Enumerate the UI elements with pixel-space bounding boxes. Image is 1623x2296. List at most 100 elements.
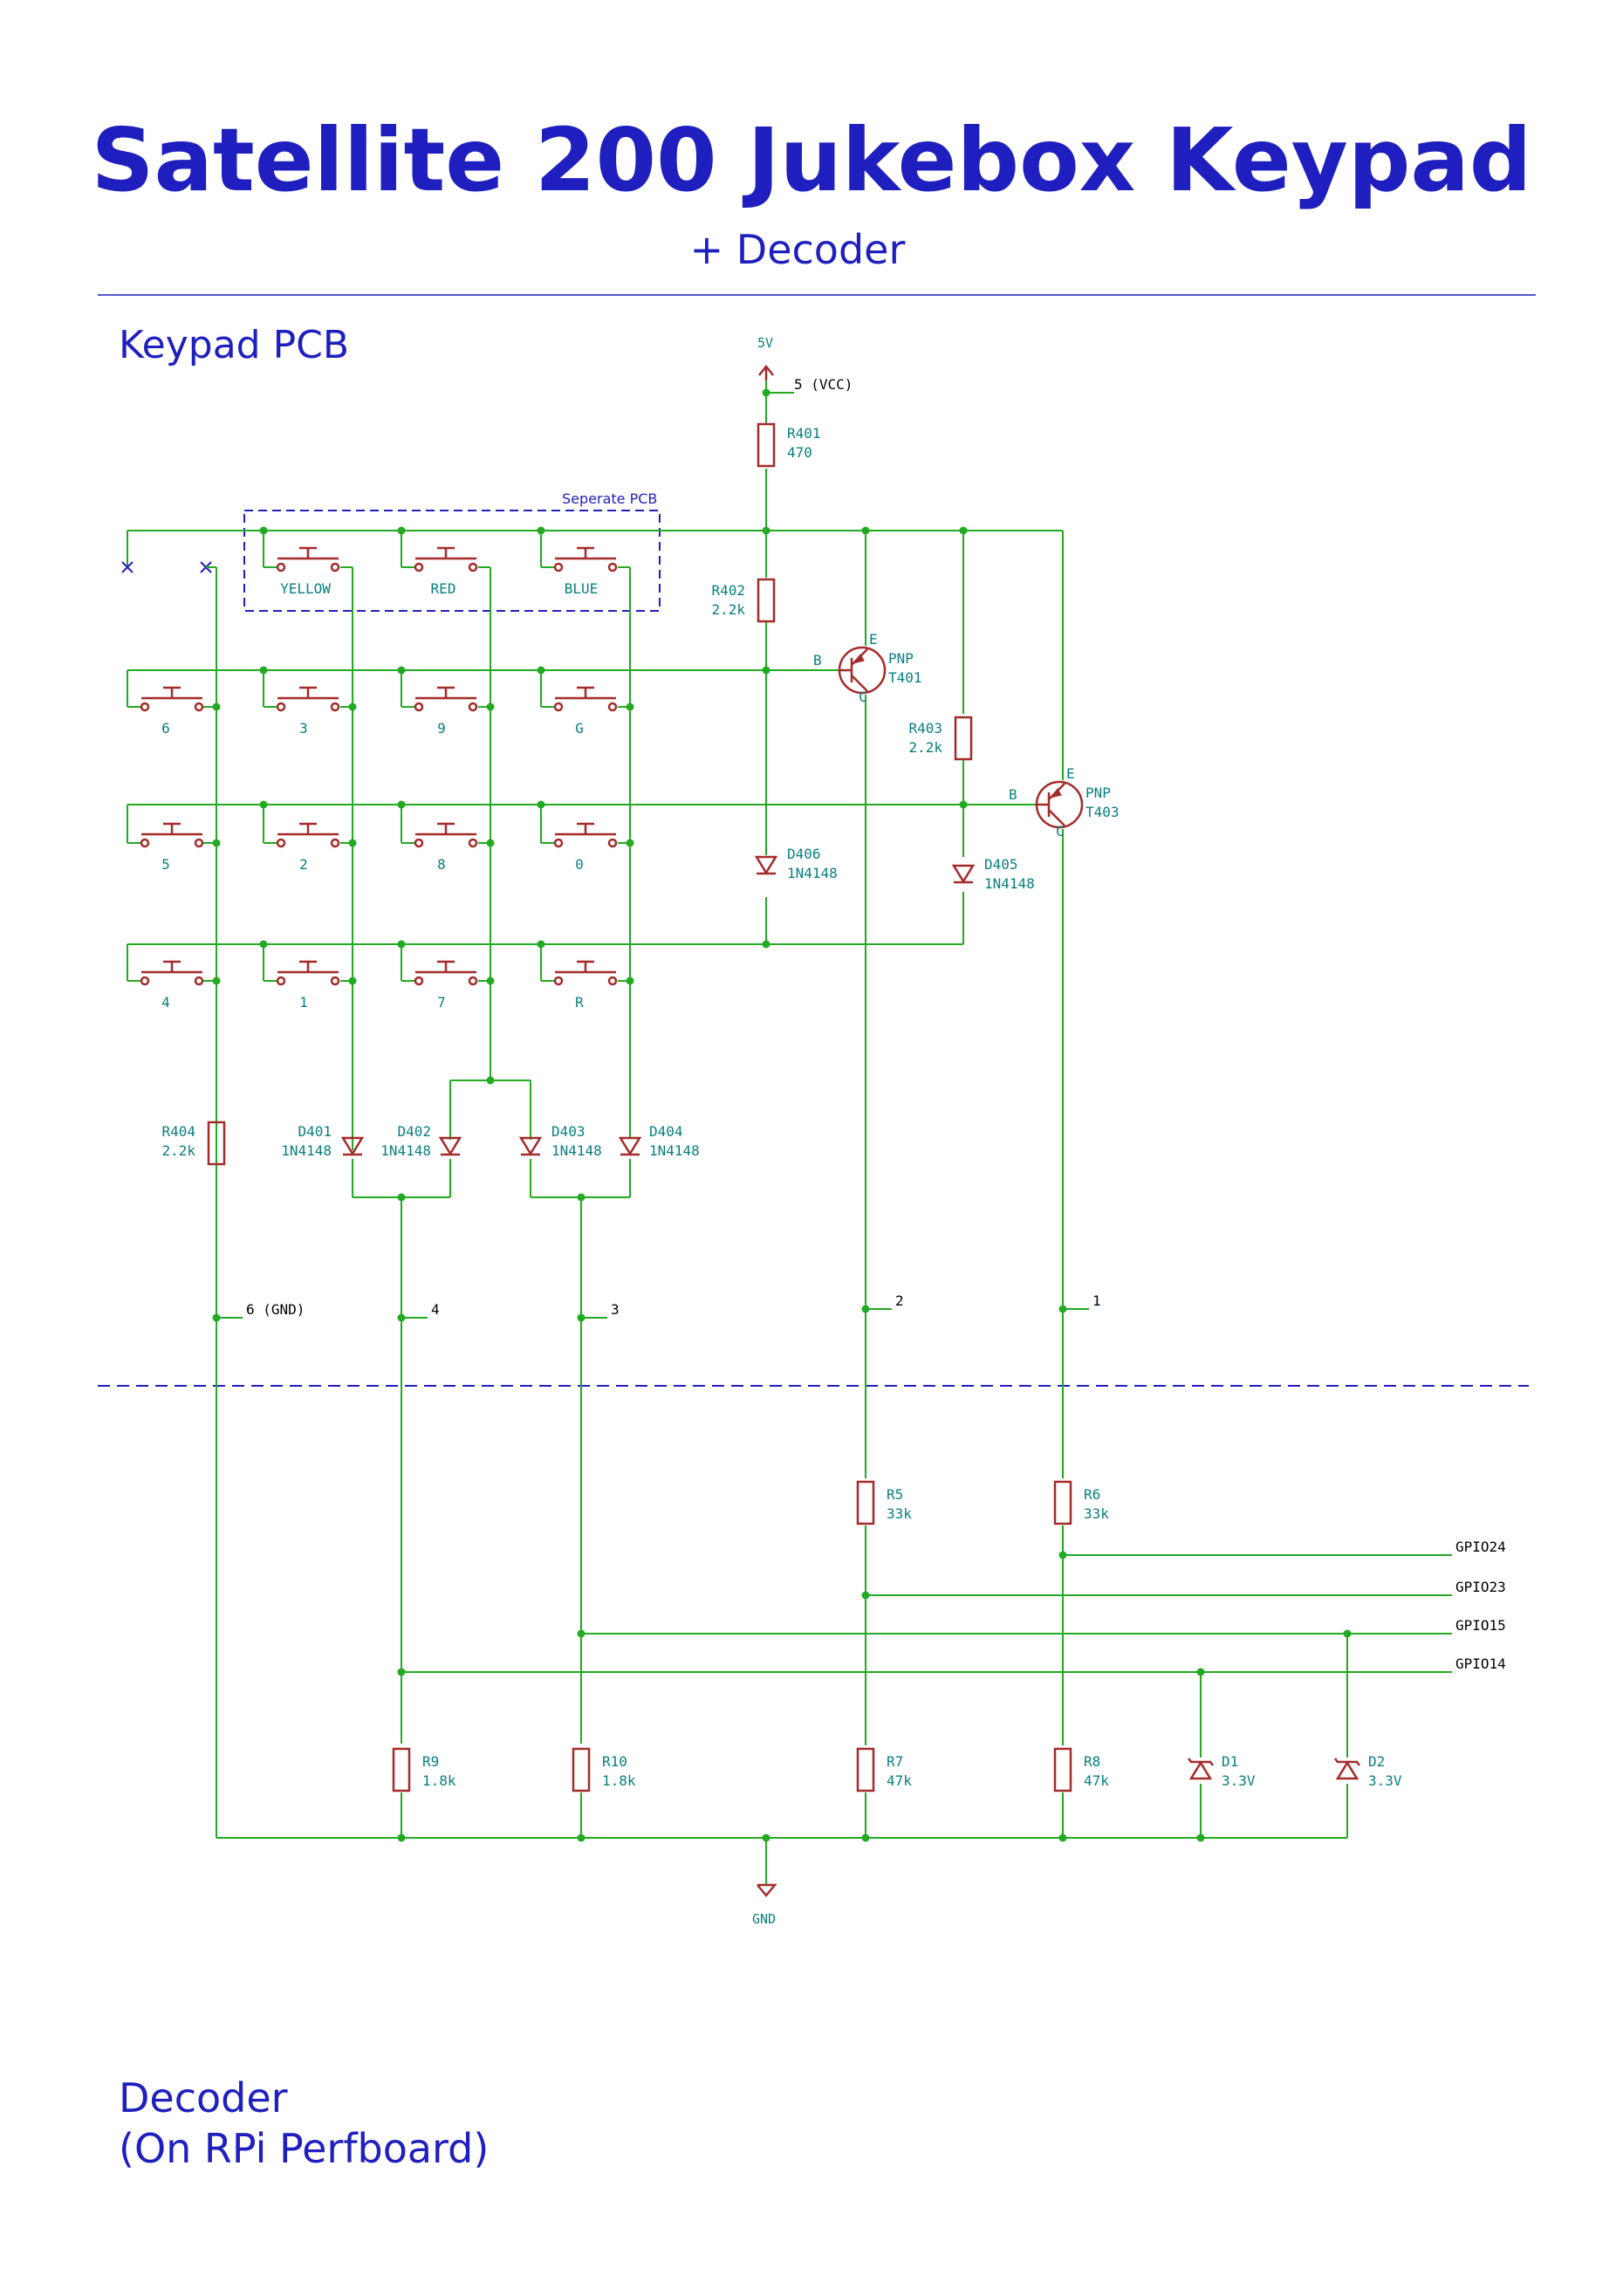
- d1-value: 3.3V: [1222, 1772, 1256, 1789]
- d405-ref: D405: [984, 856, 1018, 873]
- junction-dot: [348, 977, 357, 985]
- title: Satellite 200 Jukebox Keypad: [92, 109, 1532, 211]
- key-label-3: 3: [299, 720, 308, 737]
- t403-emitter-pin: E: [1066, 765, 1075, 782]
- button-key-7: [414, 960, 478, 986]
- junction-dot: [212, 703, 221, 711]
- resistor-r404: [207, 1121, 226, 1166]
- r5-ref: R5: [887, 1486, 903, 1503]
- r401-value: 470: [787, 444, 812, 461]
- diode-d405: [951, 864, 976, 884]
- r404-ref: R404: [161, 1123, 195, 1140]
- junction-dot: [537, 666, 545, 675]
- junction-dot: [397, 666, 406, 675]
- junction-dot: [397, 526, 406, 535]
- diode-d403: [518, 1136, 543, 1156]
- separate-pcb-label: Seperate PCB: [562, 490, 657, 507]
- button-key-8: [414, 822, 478, 848]
- diode-d401: [340, 1136, 365, 1156]
- key-label-2: 2: [299, 856, 308, 873]
- button-key-6: [140, 686, 204, 712]
- key-label-g: G: [575, 720, 584, 737]
- t401-type: PNP: [888, 650, 914, 667]
- net-label-2: 2: [895, 1292, 904, 1309]
- d404-value: 1N4148: [649, 1142, 700, 1159]
- resistor-r10: [572, 1747, 591, 1792]
- resistor-r9: [392, 1747, 411, 1792]
- r401-ref: R401: [787, 425, 821, 442]
- r403-value: 2.2k: [908, 739, 942, 756]
- junction-dot: [348, 703, 357, 711]
- d2-value: 3.3V: [1368, 1772, 1402, 1789]
- button-key-4: [140, 960, 204, 986]
- t401-emitter-pin: E: [869, 631, 878, 648]
- t403-base-pin: B: [1009, 786, 1017, 803]
- wires: [127, 367, 1452, 1885]
- key-label-blue: BLUE: [565, 580, 599, 597]
- button-key-2: [276, 822, 340, 848]
- key-label-8: 8: [437, 856, 446, 873]
- junction-dot: [762, 526, 770, 535]
- r403-ref: R403: [908, 720, 942, 737]
- junction-dot: [486, 1076, 495, 1085]
- vcc-symbol: 5V: [757, 335, 774, 380]
- net-label-3: 3: [611, 1301, 620, 1318]
- components: [140, 422, 1360, 1792]
- d402-value: 1N4148: [380, 1142, 431, 1159]
- junction-dot: [861, 526, 870, 535]
- junction-dot: [762, 1833, 770, 1842]
- button-key-g: [553, 686, 618, 712]
- r7-value: 47k: [887, 1772, 912, 1789]
- junction-dot: [537, 526, 545, 535]
- button-key-5: [140, 822, 204, 848]
- junction-dot: [259, 526, 268, 535]
- junction-dot: [212, 1313, 221, 1322]
- d405-value: 1N4148: [984, 875, 1035, 892]
- resistor-r5: [856, 1480, 875, 1525]
- t403-type: PNP: [1085, 785, 1111, 801]
- r402-ref: R402: [711, 582, 745, 599]
- junction-dot: [212, 839, 221, 847]
- junction-dot: [626, 839, 634, 847]
- zener-d1: [1188, 1758, 1214, 1780]
- junction-dot: [397, 1668, 406, 1676]
- r8-ref: R8: [1084, 1753, 1100, 1770]
- net-label-gpio24: GPIO24: [1455, 1539, 1506, 1555]
- junction-dot: [397, 800, 406, 809]
- resistor-r6: [1053, 1480, 1072, 1525]
- button-red: [414, 546, 478, 572]
- vcc-label: 5V: [757, 335, 773, 351]
- junction-dot: [762, 666, 770, 675]
- r10-value: 1.8k: [602, 1772, 636, 1789]
- gnd-label: GND: [752, 1911, 776, 1927]
- separate-pcb-box: [243, 510, 661, 612]
- net-label-gpio15: GPIO15: [1455, 1617, 1506, 1634]
- r6-ref: R6: [1084, 1486, 1100, 1503]
- junction-dot: [1058, 1305, 1067, 1313]
- junction-dot: [212, 977, 221, 985]
- t403-collector-pin: C: [1056, 823, 1065, 840]
- transistor-t401: [838, 646, 887, 695]
- junction-dot: [259, 940, 268, 949]
- net-label-gpio23: GPIO23: [1455, 1579, 1506, 1595]
- junction-dot: [486, 839, 495, 847]
- t401-collector-pin: C: [859, 689, 867, 705]
- d402-ref: D402: [397, 1123, 431, 1140]
- r8-value: 47k: [1084, 1772, 1109, 1789]
- junction-dot: [486, 703, 495, 711]
- button-key-0: [553, 822, 618, 848]
- button-key-1: [276, 960, 340, 986]
- t403-ref: T403: [1085, 804, 1120, 820]
- junction-dot: [537, 800, 545, 809]
- junction-dot: [537, 940, 545, 949]
- key-label-4: 4: [161, 994, 170, 1011]
- key-label-1: 1: [299, 994, 308, 1011]
- diode-d402: [438, 1136, 462, 1156]
- junctions: [212, 388, 1352, 1842]
- net-label-6: 6 (GND): [246, 1301, 305, 1318]
- resistor-r403: [954, 716, 973, 761]
- key-label-7: 7: [437, 994, 446, 1011]
- d406-ref: D406: [787, 846, 821, 862]
- key-label-6: 6: [161, 720, 170, 737]
